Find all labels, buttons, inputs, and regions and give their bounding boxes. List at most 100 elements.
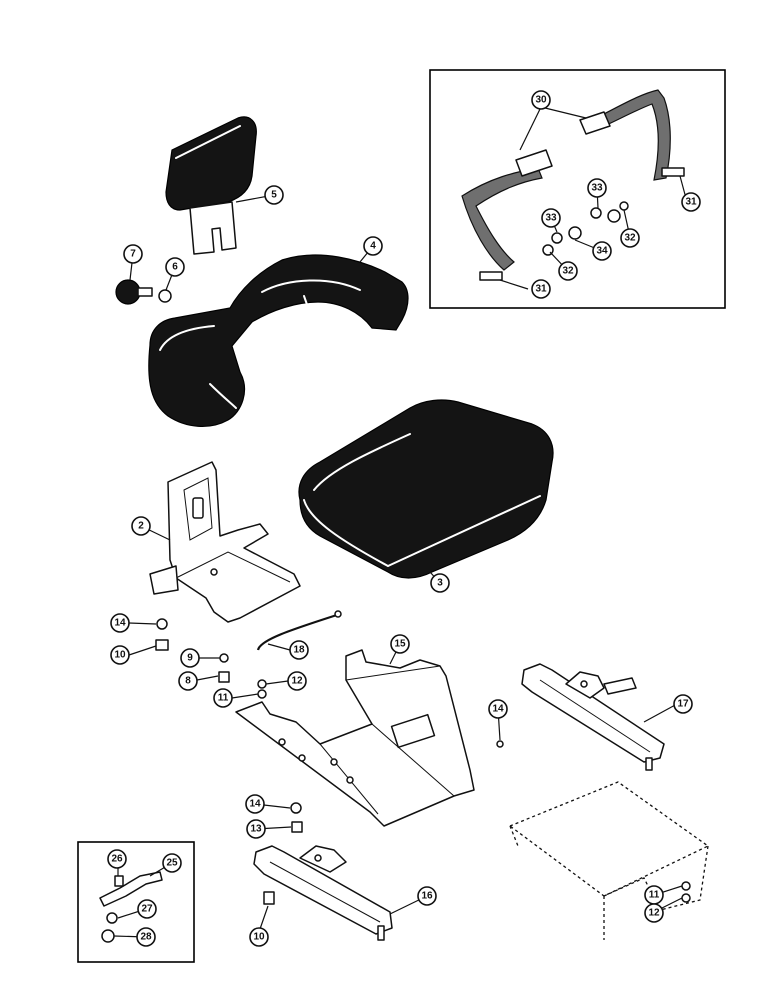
svg-text:26: 26 (111, 854, 123, 865)
nut-34b (607, 209, 621, 223)
callout-11-left: 11 (213, 688, 233, 708)
nut-12b (681, 893, 691, 903)
svg-text:12: 12 (291, 676, 303, 687)
callout-27: 27 (137, 899, 157, 919)
callout-33-right: 33 (587, 178, 607, 198)
callout-12-right: 12 (644, 903, 664, 923)
svg-text:6: 6 (172, 262, 178, 273)
nut-12a (257, 679, 267, 689)
callout-18: 18 (289, 640, 309, 660)
callout-31-lower: 31 (531, 279, 551, 299)
bolt-8 (218, 671, 230, 683)
callout-8: 8 (178, 671, 198, 691)
bolt-31-lower (479, 271, 503, 281)
callout-14-upper-left: 14 (110, 613, 130, 633)
svg-text:3: 3 (437, 578, 443, 589)
bolt-13 (291, 821, 303, 833)
callout-4: 4 (363, 236, 383, 256)
nut-6 (158, 289, 172, 303)
seat-belt-inset-frame (429, 69, 726, 309)
backrest-pad (165, 116, 257, 255)
callout-5: 5 (264, 185, 284, 205)
svg-text:25: 25 (166, 858, 178, 869)
seat-support-outline (508, 781, 710, 940)
washer-9 (219, 653, 229, 663)
svg-text:12: 12 (648, 908, 660, 919)
seat-bracket (149, 461, 301, 623)
svg-text:7: 7 (130, 249, 136, 260)
washer-32b (619, 201, 629, 211)
svg-text:13: 13 (250, 824, 262, 835)
bolt-10b (263, 891, 275, 905)
washer-14a (156, 618, 168, 630)
seat-belt (461, 89, 685, 281)
svg-text:27: 27 (141, 904, 153, 915)
callout-34: 34 (592, 241, 612, 261)
seat-cushion (298, 399, 554, 579)
svg-text:14: 14 (114, 618, 126, 629)
svg-text:32: 32 (624, 233, 636, 244)
callout-17: 17 (673, 694, 693, 714)
svg-text:11: 11 (649, 890, 660, 901)
svg-text:28: 28 (140, 932, 152, 943)
nut-34a (568, 226, 582, 240)
washer-11b (681, 881, 691, 891)
svg-text:5: 5 (271, 190, 277, 201)
callout-7: 7 (123, 244, 143, 264)
back-cushion (148, 254, 409, 427)
washer-14b (496, 740, 504, 748)
svg-text:33: 33 (545, 213, 557, 224)
callout-15: 15 (390, 634, 410, 654)
callout-25: 25 (162, 853, 182, 873)
right-slide-rail (521, 663, 665, 771)
left-slide-rail (253, 845, 393, 941)
svg-text:10: 10 (114, 650, 126, 661)
callout-30: 30 (531, 90, 551, 110)
bolt-10a (155, 639, 169, 651)
rod-end (334, 610, 342, 618)
bracket-inset-frame (77, 841, 195, 963)
svg-text:17: 17 (677, 699, 689, 710)
svg-text:32: 32 (562, 266, 574, 277)
callout-13: 13 (246, 819, 266, 839)
connecting-rod (256, 612, 341, 651)
svg-text:10: 10 (253, 932, 265, 943)
svg-text:4: 4 (370, 241, 376, 252)
svg-text:15: 15 (394, 639, 406, 650)
callout-3: 3 (430, 573, 450, 593)
callout-26: 26 (107, 849, 127, 869)
callout-12-left: 12 (287, 671, 307, 691)
svg-text:31: 31 (685, 197, 697, 208)
svg-text:18: 18 (293, 645, 305, 656)
svg-text:2: 2 (138, 521, 144, 532)
bolt-31-upper (661, 167, 685, 177)
svg-text:31: 31 (535, 284, 547, 295)
svg-text:33: 33 (591, 183, 603, 194)
mounting-base (235, 649, 475, 827)
callout-2: 2 (131, 516, 151, 536)
bracket-25 (99, 871, 163, 943)
washer-14c (290, 802, 302, 814)
callout-6: 6 (165, 257, 185, 277)
svg-text:8: 8 (185, 676, 191, 687)
callout-11-right: 11 (644, 885, 664, 905)
svg-text:30: 30 (535, 95, 547, 106)
svg-text:11: 11 (218, 693, 229, 704)
svg-text:14: 14 (492, 704, 504, 715)
callout-14-lower: 14 (245, 794, 265, 814)
callout-32-left: 32 (558, 261, 578, 281)
callout-31-upper: 31 (681, 192, 701, 212)
adjust-knob (115, 279, 172, 305)
callout-10-lower: 10 (249, 927, 269, 947)
callout-28: 28 (136, 927, 156, 947)
callout-bubbles: 30 31 31 32 32 33 33 34 5 4 7 6 3 2 14 1… (107, 90, 701, 947)
callout-14-right: 14 (488, 699, 508, 719)
svg-text:34: 34 (596, 246, 608, 257)
callout-9: 9 (180, 648, 200, 668)
callout-33-left: 33 (541, 208, 561, 228)
washer-11a (257, 689, 267, 699)
svg-text:14: 14 (249, 799, 261, 810)
svg-text:16: 16 (421, 891, 433, 902)
